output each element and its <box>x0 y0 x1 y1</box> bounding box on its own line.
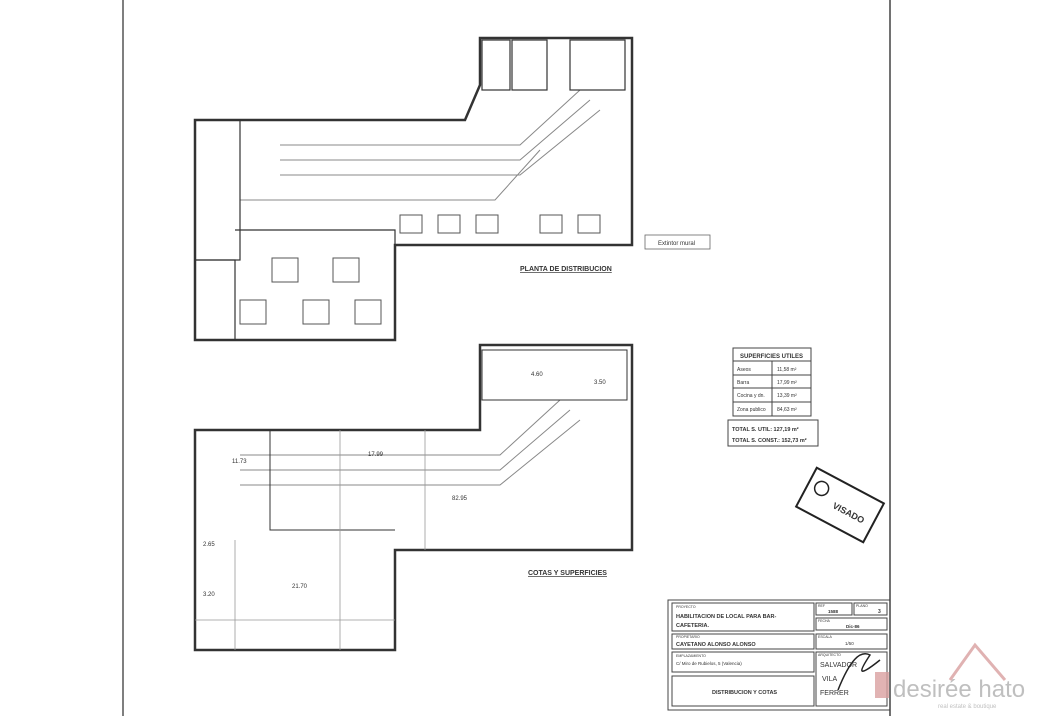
area-label: 11.73 <box>232 459 247 465</box>
bottom-plan-title: COTAS Y SUPERFICIES <box>528 570 607 577</box>
location-label: EMPLAZAMIENTO <box>676 654 706 658</box>
visado-stamp: VISADO <box>794 466 886 544</box>
escala-value: 1/50 <box>845 641 854 646</box>
table-header: SUPERFICIES UTILES <box>740 354 803 360</box>
location-value: C/ Miro de Rubielos, 5 (Valencia) <box>676 661 742 666</box>
legend-extintor: Extintor mural <box>658 241 695 247</box>
table-cell: 17,99 m² <box>777 380 797 386</box>
area-label: 4.60 <box>531 372 543 378</box>
area-label: 3.20 <box>203 592 215 598</box>
ref-value: 1588 <box>828 609 839 614</box>
escala-label: ESCALA <box>818 635 832 639</box>
fecha-value: Dic-86 <box>846 624 860 629</box>
total-util: TOTAL S. UTIL: 127,19 m² <box>732 426 799 433</box>
area-label: 3.50 <box>594 380 606 386</box>
table-cell: Barra <box>737 380 749 386</box>
plano-label: PLANO <box>856 604 868 608</box>
top-plan-title: PLANTA DE DISTRIBUCION <box>520 266 612 273</box>
top-floor-plan <box>193 36 634 342</box>
area-label: 17.99 <box>368 452 384 458</box>
total-const: TOTAL S. CONST.: 152,73 m² <box>732 437 807 444</box>
architect-label: ARQUITECTO <box>818 653 841 657</box>
fecha-label: FECHA <box>818 619 831 623</box>
watermark-brand: desirée hato <box>893 676 1025 703</box>
surfaces-table <box>727 347 819 447</box>
architect-name: VILA <box>822 676 838 683</box>
plano-value: 3 <box>878 609 881 615</box>
table-cell: Aseos <box>737 367 751 373</box>
area-label: 21.70 <box>292 584 308 590</box>
project-line2: CAFETERIA. <box>676 623 709 629</box>
table-cell: Zona publico <box>737 407 766 413</box>
stamp-text: VISADO <box>831 500 866 525</box>
sheet-title: DISTRIBUCION Y COTAS <box>712 690 777 696</box>
signature <box>837 653 881 691</box>
architect-name: FERRER <box>820 690 849 697</box>
ref-label: REF <box>818 604 825 608</box>
table-cell: Cocina y dn. <box>737 393 765 399</box>
legend-box <box>644 234 711 250</box>
table-cell: 13,39 m² <box>777 393 797 399</box>
watermark-logo: desirée hato real estate & boutique <box>875 642 1025 710</box>
watermark-tagline: real estate & boutique <box>938 704 997 710</box>
bottom-floor-plan <box>193 343 634 652</box>
owner-label: PROPIETARIO <box>676 635 700 639</box>
project-label: PROYECTO <box>676 605 696 609</box>
table-cell: 11,58 m² <box>777 367 797 373</box>
project-line1: HABILITACION DE LOCAL PARA BAR- <box>676 614 776 620</box>
area-label: 2.65 <box>203 542 215 548</box>
table-cell: 84,63 m² <box>777 407 797 413</box>
tables <box>239 214 601 325</box>
title-block <box>667 599 891 711</box>
architect-name: SALVADOR <box>820 662 857 669</box>
area-label: 82.95 <box>452 496 468 502</box>
owner-value: CAYETANO ALONSO ALONSO <box>676 642 756 648</box>
